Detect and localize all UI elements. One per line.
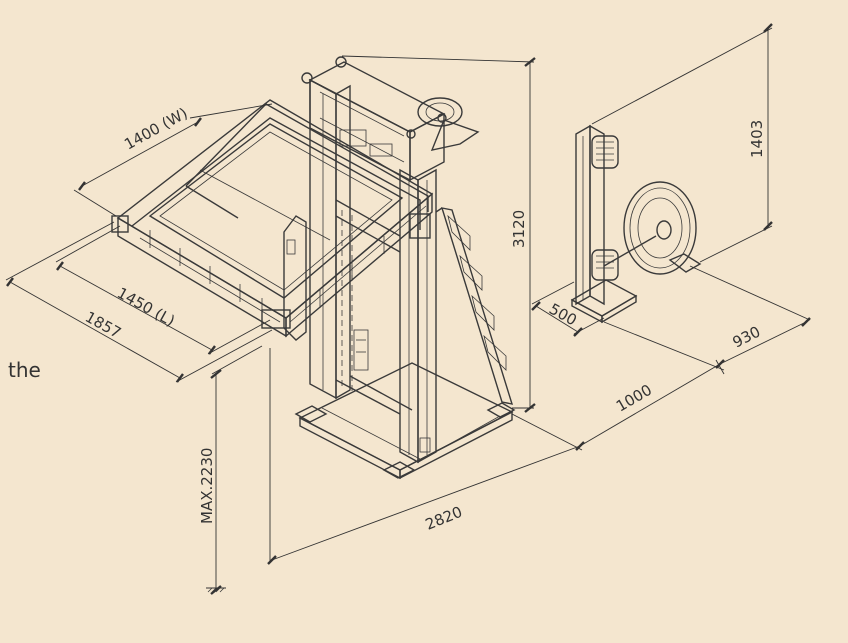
top-reel bbox=[417, 97, 463, 127]
label-plate bbox=[419, 437, 431, 453]
dim-dispenser-width-label: 930 bbox=[730, 323, 764, 352]
dispenser-post-side bbox=[589, 124, 605, 306]
lower-roller bbox=[591, 249, 619, 281]
dimension-lines bbox=[5, 23, 811, 595]
side-text-fragment: the bbox=[8, 358, 41, 382]
dispenser bbox=[570, 124, 702, 324]
dim-dispenser-height-label: 1403 bbox=[748, 120, 766, 158]
side-rack bbox=[440, 207, 514, 405]
foot-back bbox=[486, 402, 516, 418]
corner-block-front bbox=[261, 309, 291, 329]
dim-length-label: 1450 (L) bbox=[114, 284, 178, 330]
dim-width-label: 1400 (W) bbox=[121, 104, 190, 153]
base-side-edge bbox=[399, 410, 513, 480]
dim-height-label: 3120 bbox=[510, 210, 528, 248]
dim-footprint-label: 2820 bbox=[423, 503, 465, 534]
corner-block-right bbox=[409, 213, 431, 239]
dim-max-height-label: MAX.2230 bbox=[198, 448, 216, 524]
reel-foot bbox=[668, 253, 702, 273]
machine-base bbox=[298, 362, 514, 471]
upper-roller bbox=[591, 135, 619, 169]
strap-reel bbox=[623, 181, 697, 275]
top-bracket bbox=[430, 119, 480, 151]
lifting-eye-left bbox=[301, 72, 313, 84]
reel-hub bbox=[656, 220, 672, 240]
foot-front bbox=[382, 461, 416, 479]
main-machine bbox=[283, 56, 516, 480]
dim-depth-label: 1857 bbox=[82, 308, 124, 342]
dim-spacing-label: 1000 bbox=[613, 381, 655, 416]
dim-dispenser-depth-label: 500 bbox=[546, 300, 580, 330]
frame-opening bbox=[148, 123, 404, 299]
strapping-frame bbox=[111, 99, 434, 338]
rear-column-side bbox=[335, 84, 351, 400]
foot-left bbox=[294, 405, 328, 423]
pneumatic-unit bbox=[353, 329, 369, 371]
lifting-eye-right bbox=[335, 56, 347, 68]
frame-side-rail bbox=[285, 192, 433, 338]
frame-front-rail bbox=[117, 216, 287, 338]
corner-block-left bbox=[111, 215, 129, 233]
front-column-side bbox=[417, 168, 437, 464]
